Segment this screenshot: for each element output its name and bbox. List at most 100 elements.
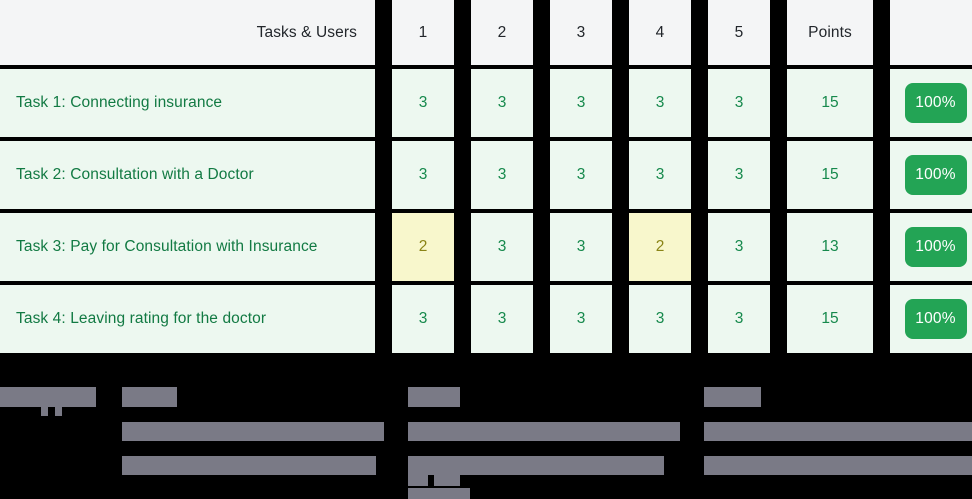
header-label-user-1: 1 <box>418 23 428 41</box>
percent-cell: 100% <box>890 141 972 209</box>
task-name-cell: Task 3: Pay for Consultation with Insura… <box>0 213 375 281</box>
redacted-footer <box>0 376 972 499</box>
task-name-cell: Task 4: Leaving rating for the doctor <box>0 285 375 353</box>
points-cell: 15 <box>787 285 873 353</box>
task-name-cell: Task 1: Connecting insurance <box>0 69 375 137</box>
task-name-label: Task 1: Connecting insurance <box>16 94 223 111</box>
redacted-block <box>55 407 62 416</box>
redacted-block <box>122 387 177 407</box>
redacted-block <box>408 387 460 407</box>
score-cell-user-5: 3 <box>708 69 770 137</box>
score-cell-user-2: 3 <box>471 285 533 353</box>
task-name-label: Task 2: Consultation with a Doctor <box>16 166 254 183</box>
score-value: 3 <box>497 94 507 111</box>
score-cell-user-4: 3 <box>629 69 691 137</box>
redacted-block <box>408 488 470 499</box>
redacted-block <box>408 422 680 441</box>
score-value: 3 <box>734 238 744 255</box>
task-name-label: Task 3: Pay for Consultation with Insura… <box>16 238 318 255</box>
score-value: 3 <box>576 166 586 183</box>
score-value: 3 <box>655 94 665 111</box>
score-value: 3 <box>655 310 665 327</box>
header-cell-user-5: 5 <box>708 0 770 65</box>
score-cell-user-3: 3 <box>550 285 612 353</box>
redacted-block <box>122 456 376 475</box>
header-label-user-2: 2 <box>497 23 507 41</box>
points-cell: 13 <box>787 213 873 281</box>
score-value: 3 <box>655 166 665 183</box>
points-cell: 15 <box>787 141 873 209</box>
redacted-block <box>41 407 48 416</box>
percent-cell: 100% <box>890 69 972 137</box>
score-cell-user-4: 2 <box>629 213 691 281</box>
score-cell-user-1: 3 <box>392 285 454 353</box>
status-badge: 100% <box>904 227 967 267</box>
score-value: 3 <box>576 94 586 111</box>
redacted-block <box>0 387 96 407</box>
header-label-points: Points <box>808 23 852 41</box>
header-cell-tasks-users: Tasks & Users <box>0 0 375 65</box>
score-cell-user-3: 3 <box>550 213 612 281</box>
header-cell-points: Points <box>787 0 873 65</box>
score-cell-user-3: 3 <box>550 69 612 137</box>
points-value: 15 <box>821 94 839 111</box>
redacted-block <box>704 387 761 407</box>
redacted-block <box>704 456 972 475</box>
score-value: 3 <box>576 310 586 327</box>
score-value: 3 <box>418 166 428 183</box>
score-cell-user-2: 3 <box>471 141 533 209</box>
percent-cell: 100% <box>890 213 972 281</box>
status-badge: 100% <box>904 299 967 339</box>
score-value: 3 <box>418 94 428 111</box>
header-label-user-5: 5 <box>734 23 744 41</box>
score-cell-user-1: 3 <box>392 141 454 209</box>
redacted-block <box>122 422 384 441</box>
redacted-block <box>408 456 664 475</box>
score-value: 2 <box>655 238 665 255</box>
table-row: Task 2: Consultation with a Doctor 3 3 3… <box>0 141 972 209</box>
status-badge: 100% <box>904 83 967 123</box>
score-value: 3 <box>734 166 744 183</box>
score-cell-user-1: 3 <box>392 69 454 137</box>
score-value: 3 <box>734 94 744 111</box>
score-cell-user-4: 3 <box>629 285 691 353</box>
header-label-tasks-users: Tasks & Users <box>256 23 357 41</box>
score-cell-user-5: 3 <box>708 213 770 281</box>
score-value: 3 <box>576 238 586 255</box>
score-cell-user-2: 3 <box>471 213 533 281</box>
header-label-user-4: 4 <box>655 23 665 41</box>
score-value: 3 <box>418 310 428 327</box>
table-header-row: Tasks & Users 1 2 3 4 5 Points <box>0 0 972 65</box>
score-cell-user-5: 3 <box>708 285 770 353</box>
task-name-cell: Task 2: Consultation with a Doctor <box>0 141 375 209</box>
score-value: 3 <box>497 310 507 327</box>
score-cell-user-4: 3 <box>629 141 691 209</box>
score-cell-user-2: 3 <box>471 69 533 137</box>
redacted-block <box>704 422 972 441</box>
table-row: Task 1: Connecting insurance 3 3 3 3 3 1… <box>0 69 972 137</box>
status-badge: 100% <box>904 155 967 195</box>
table-row: Task 3: Pay for Consultation with Insura… <box>0 213 972 281</box>
table-row: Task 4: Leaving rating for the doctor 3 … <box>0 285 972 353</box>
points-value: 15 <box>821 166 839 183</box>
header-cell-user-1: 1 <box>392 0 454 65</box>
score-cell-user-5: 3 <box>708 141 770 209</box>
header-cell-user-4: 4 <box>629 0 691 65</box>
task-name-label: Task 4: Leaving rating for the doctor <box>16 310 267 327</box>
redacted-block <box>408 475 428 486</box>
header-cell-percent <box>890 0 972 65</box>
redacted-block <box>434 475 460 486</box>
points-value: 15 <box>821 310 839 327</box>
percent-cell: 100% <box>890 285 972 353</box>
header-cell-user-2: 2 <box>471 0 533 65</box>
score-value: 3 <box>734 310 744 327</box>
tasks-users-table: Tasks & Users 1 2 3 4 5 Points <box>0 0 972 353</box>
score-value: 2 <box>418 238 428 255</box>
header-label-user-3: 3 <box>576 23 586 41</box>
header-cell-user-3: 3 <box>550 0 612 65</box>
points-value: 13 <box>821 238 839 255</box>
score-cell-user-1: 2 <box>392 213 454 281</box>
score-value: 3 <box>497 166 507 183</box>
score-cell-user-3: 3 <box>550 141 612 209</box>
